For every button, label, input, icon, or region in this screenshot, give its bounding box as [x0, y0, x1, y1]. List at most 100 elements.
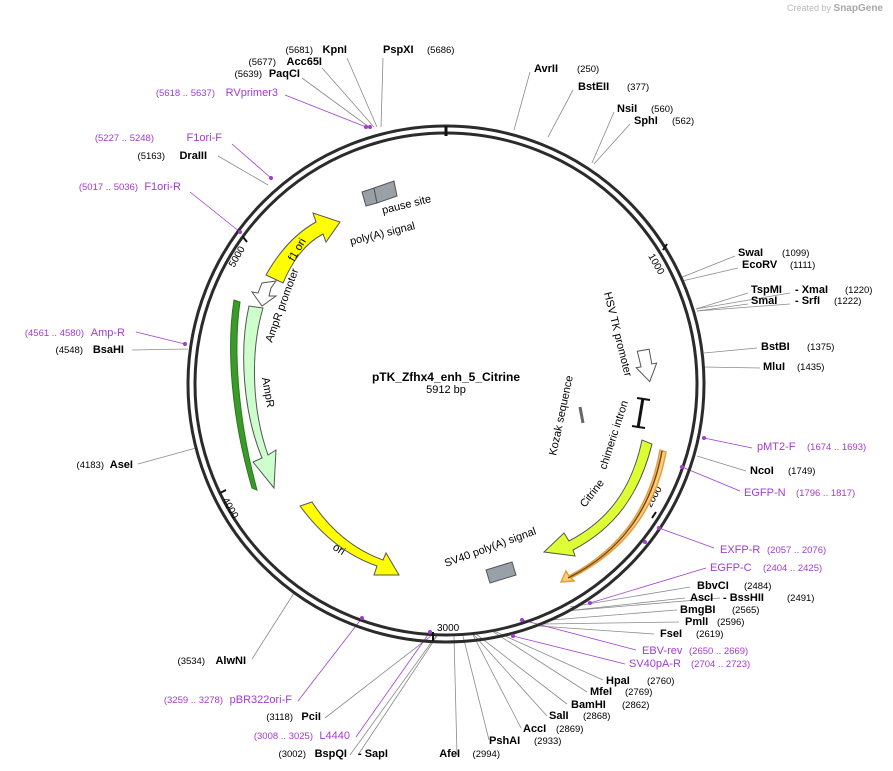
- tick-label: 5000: [227, 244, 248, 269]
- primer-RVprimer3[interactable]: RVprimer3: [226, 87, 278, 99]
- enzyme-AscI[interactable]: AscI: [690, 592, 713, 604]
- enzyme-BbvCI[interactable]: BbvCI: [697, 580, 729, 592]
- enzyme-leader: [681, 267, 739, 282]
- enzyme-SrfI[interactable]: - SrfI: [795, 295, 820, 307]
- enzyme-PshAI[interactable]: PshAI: [489, 735, 520, 747]
- primer-F1ori_F[interactable]: F1ori-F: [187, 132, 223, 144]
- enzyme-PciI[interactable]: PciI: [301, 711, 321, 723]
- enzyme-SwaI[interactable]: SwaI: [738, 247, 763, 259]
- primer-pMT2_F[interactable]: pMT2-F: [757, 441, 796, 453]
- enzyme-PspXI[interactable]: PspXI: [383, 44, 414, 56]
- f1-ori-feature[interactable]: [265, 212, 341, 284]
- primer-EGFP_N[interactable]: EGFP-N: [744, 487, 786, 499]
- enzyme-MfeI[interactable]: MfeI: [590, 686, 612, 698]
- primer-EBV_rev[interactable]: EBV-rev: [642, 645, 683, 657]
- primer-pBR322ori_F[interactable]: pBR322ori-F: [230, 694, 293, 706]
- enzyme-TspMI[interactable]: TspMI: [751, 284, 782, 296]
- ori-feature[interactable]: [299, 501, 400, 576]
- primer-leader: [355, 631, 431, 738]
- enzyme-leader: [565, 597, 721, 612]
- enzyme-BstBI[interactable]: BstBI: [761, 341, 790, 353]
- primer-Amp_R[interactable]: Amp-R: [91, 327, 125, 339]
- Kozak-feature[interactable]: [578, 406, 585, 424]
- primer-SV40pA_R[interactable]: SV40pA-R: [629, 658, 681, 670]
- SV40-polyA-feature[interactable]: [485, 561, 517, 584]
- HSV-TK-promoter-label: HSV TK promoter: [601, 291, 634, 378]
- enzyme-BspQI[interactable]: BspQI: [315, 748, 347, 760]
- enzyme-PmlI[interactable]: PmlI: [685, 616, 708, 628]
- enzyme-position: (2994): [473, 749, 500, 760]
- enzyme-HpaI[interactable]: HpaI: [606, 675, 630, 687]
- enzyme-position: (377): [627, 82, 649, 93]
- enzyme-AlwNI[interactable]: AlwNI: [215, 655, 246, 667]
- primer-site-mark: [364, 125, 368, 129]
- primer-range: (4561 .. 4580): [25, 328, 84, 339]
- enzyme-AccI[interactable]: AccI: [523, 723, 546, 735]
- primer-L4440[interactable]: L4440: [319, 730, 350, 742]
- primer-range: (5017 .. 5036): [79, 182, 138, 193]
- enzyme-leader: [380, 57, 384, 128]
- enzyme-MluI[interactable]: MluI: [763, 361, 785, 373]
- AmpR-promoter-feature[interactable]: [250, 280, 278, 307]
- enzyme-leader: [703, 366, 761, 369]
- enzyme-EcoRV[interactable]: EcoRV: [742, 259, 778, 271]
- primer-range: (1796 .. 1817): [796, 488, 855, 499]
- enzyme-XmaI[interactable]: - XmaI: [795, 284, 828, 296]
- primer-EGFP_C[interactable]: EGFP-C: [710, 562, 752, 574]
- enzyme-PaqCI[interactable]: PaqCI: [269, 68, 300, 80]
- enzyme-SphI[interactable]: SphI: [634, 115, 658, 127]
- enzyme-leader: [217, 155, 269, 186]
- enzyme-SmaI[interactable]: SmaI: [751, 295, 777, 307]
- enzyme-leader: [695, 292, 749, 310]
- enzyme-KpnI[interactable]: KpnI: [323, 44, 347, 56]
- primer-site-mark: [702, 436, 706, 440]
- enzyme-SapI[interactable]: - SapI: [358, 748, 388, 760]
- enzyme-position: (5677): [249, 57, 276, 68]
- enzyme-Acc65I[interactable]: Acc65I: [287, 56, 322, 68]
- pause-site-feature[interactable]: [361, 180, 398, 207]
- enzyme-AvrII[interactable]: AvrII: [534, 63, 558, 75]
- primer-marks: [183, 125, 706, 638]
- enzyme-FseI[interactable]: FseI: [660, 628, 682, 640]
- enzyme-AfeI[interactable]: AfeI: [439, 748, 460, 760]
- primer-EXFP_R[interactable]: EXFP-R: [720, 544, 760, 556]
- enzyme-BamHI[interactable]: BamHI: [571, 699, 606, 711]
- primer-leader: [231, 143, 272, 179]
- primer-leader: [658, 527, 715, 549]
- enzyme-position: (2491): [787, 593, 814, 604]
- primer-F1ori_R[interactable]: F1ori-R: [144, 181, 181, 193]
- enzyme-SalI[interactable]: SalI: [549, 710, 569, 722]
- enzyme-AseI[interactable]: AseI: [110, 459, 133, 471]
- enzyme-BstEII[interactable]: BstEII: [578, 81, 609, 93]
- AmpR-feature[interactable]: [230, 299, 277, 491]
- enzyme-BssHII[interactable]: - BssHII: [723, 592, 764, 604]
- primer-leader: [589, 567, 707, 604]
- primer-leader: [189, 191, 241, 233]
- HSV-TK-promoter-feature[interactable]: [633, 348, 659, 383]
- Citrine-feature[interactable]: [542, 439, 667, 583]
- enzyme-BsaHI[interactable]: BsaHI: [93, 344, 124, 356]
- tick-mark: [242, 236, 248, 243]
- enzyme-leader: [565, 597, 686, 612]
- primer-range: (1674 .. 1693): [807, 442, 866, 453]
- enzyme-position: (2933): [534, 736, 561, 747]
- enzyme-NsiI[interactable]: NsiI: [617, 103, 637, 115]
- plasmid-name: pTK_Zfhx4_enh_5_Citrine: [372, 370, 520, 384]
- enzyme-leader: [493, 630, 604, 681]
- enzyme-leader: [538, 625, 655, 635]
- enzyme-BmgBI[interactable]: BmgBI: [680, 604, 715, 616]
- enzyme-position: (5681): [286, 45, 313, 56]
- enzyme-position: (2565): [732, 605, 759, 616]
- primer-site-mark: [238, 230, 242, 234]
- enzyme-leader: [453, 635, 458, 756]
- primer-site-mark: [511, 634, 515, 638]
- enzyme-NcoI[interactable]: NcoI: [750, 465, 774, 477]
- primer-site-mark: [680, 465, 684, 469]
- ori-label: ori: [330, 541, 347, 558]
- enzyme-DraIII[interactable]: DraIII: [179, 150, 207, 162]
- enzyme-position: (1435): [797, 362, 824, 373]
- chimeric-intron-feature[interactable]: [631, 397, 651, 429]
- enzyme-leader: [131, 348, 189, 351]
- plasmid-size: 5912 bp: [426, 384, 466, 396]
- tick-label: 3000: [437, 623, 460, 634]
